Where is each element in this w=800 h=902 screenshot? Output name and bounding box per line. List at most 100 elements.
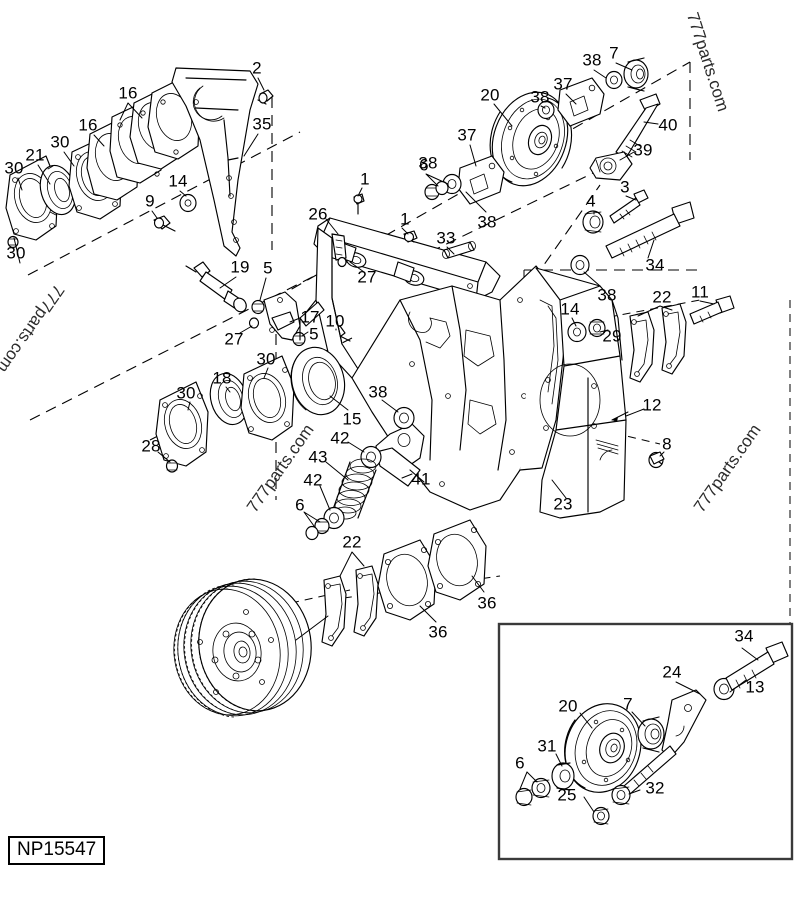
inset-spacer-31 <box>551 762 575 791</box>
callout-number: 38 <box>530 87 550 107</box>
callout-number: 28 <box>141 436 161 456</box>
callout-number: 30 <box>6 243 26 263</box>
bracket-17 <box>263 291 301 341</box>
rod-40 <box>615 93 661 159</box>
lower-bracket-set <box>321 519 487 647</box>
callout-number: 19 <box>230 257 250 277</box>
callout-number: 37 <box>457 125 477 145</box>
inset-nut-25 <box>592 806 610 826</box>
callout-number: 10 <box>325 311 345 331</box>
callout-number: 15 <box>342 409 362 429</box>
callout-number: 27 <box>357 267 377 287</box>
callout-number: 43 <box>308 447 328 467</box>
callout-number: 36 <box>477 593 497 613</box>
bolt-2 <box>257 89 274 105</box>
callout-number: 38 <box>418 153 438 173</box>
bracket-22-left <box>321 575 347 647</box>
bolt-34-main <box>605 201 695 259</box>
nut-5a <box>251 299 265 315</box>
callout-number: 38 <box>597 285 617 305</box>
callout-number: 34 <box>645 255 665 275</box>
callout-number: 29 <box>602 326 622 346</box>
washer-38-e <box>393 406 415 430</box>
actuator-rod-19 <box>185 261 247 313</box>
callout-number: 14 <box>168 171 188 191</box>
bolt-9 <box>153 215 176 232</box>
inset-nut-6-b <box>515 787 533 807</box>
washer-14-right <box>567 321 587 343</box>
detail-12 <box>611 411 629 422</box>
callout-number: 14 <box>560 299 580 319</box>
washer-14 <box>179 193 197 213</box>
callout-number: 7 <box>609 43 619 63</box>
plate-36-b <box>427 519 487 601</box>
callout-number: 7 <box>623 694 633 714</box>
callout-number: 3 <box>620 177 630 197</box>
callout-number: 16 <box>118 83 138 103</box>
callout-number: 38 <box>477 212 497 232</box>
callout-number: 5 <box>263 258 273 278</box>
callout-number: 20 <box>558 696 578 716</box>
inset-nut-32 <box>611 784 631 806</box>
nut-6-c <box>314 517 330 535</box>
callout-number: 4 <box>586 191 596 211</box>
washer-38-c <box>605 70 623 90</box>
bracket-37-upper <box>557 77 605 127</box>
washer-38-b <box>537 100 555 120</box>
pulley-detail-inset <box>497 622 794 861</box>
bracket-26-27 <box>331 233 347 268</box>
callout-number: 1 <box>400 209 410 229</box>
callout-number: 41 <box>411 469 431 489</box>
callout-number: 1 <box>360 169 370 189</box>
inset-leaders <box>519 647 759 813</box>
callout-number: 11 <box>690 282 710 302</box>
callout-number: 31 <box>537 736 557 756</box>
callout-number: 21 <box>25 145 45 165</box>
callout-number: 33 <box>436 228 456 248</box>
callout-number: 6 <box>515 753 525 773</box>
callout-number: 22 <box>652 287 672 307</box>
bushing-7 <box>623 57 649 92</box>
seal-plate-30d <box>240 355 295 441</box>
callout-number: 30 <box>4 158 24 178</box>
callout-number: 36 <box>428 622 448 642</box>
bolt-11 <box>689 295 735 325</box>
callout-number: 42 <box>303 470 323 490</box>
callout-number: 5 <box>309 324 319 344</box>
callout-number: 30 <box>256 349 276 369</box>
callout-number: 32 <box>645 778 665 798</box>
callout-number: 38 <box>368 382 388 402</box>
callout-number: 25 <box>557 785 577 805</box>
nut-27a <box>248 317 260 329</box>
callout-number: 30 <box>176 383 196 403</box>
callout-number: 35 <box>252 114 272 134</box>
bolt-3 <box>609 189 649 224</box>
callout-number: 42 <box>330 428 350 448</box>
callout-number: 8 <box>662 434 672 454</box>
support-arm-35 <box>171 67 259 257</box>
inset-pulley-20 <box>564 703 642 793</box>
callout-number: 40 <box>658 115 678 135</box>
nut-6-d <box>305 525 319 541</box>
washer-42-upper <box>360 445 382 469</box>
inset-bracket-24 <box>661 689 707 759</box>
nut-28 <box>165 459 179 473</box>
callout-number: 6 <box>295 495 305 515</box>
callout-number: 30 <box>50 132 70 152</box>
callout-number: 9 <box>145 191 155 211</box>
callout-number: 22 <box>342 532 362 552</box>
nut-4 <box>582 210 604 234</box>
inset-nut-6-a <box>531 777 551 799</box>
plate-36-a <box>377 539 437 621</box>
bearing-group-left <box>155 346 346 473</box>
callout-number: 27 <box>224 329 244 349</box>
callout-number: 34 <box>734 626 754 646</box>
callout-number: 6 <box>419 155 429 175</box>
spring-link-assembly <box>305 406 425 541</box>
bracket-37-lower <box>457 155 505 205</box>
callout-number: 12 <box>642 395 662 415</box>
bolt-1a <box>353 193 365 215</box>
callout-number: 18 <box>212 368 232 388</box>
